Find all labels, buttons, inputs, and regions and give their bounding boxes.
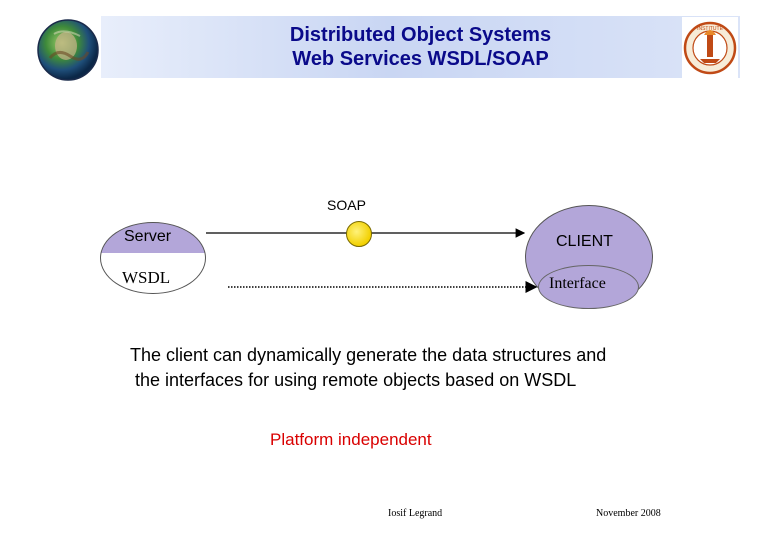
wsdl-node <box>100 253 206 294</box>
description-text: The client can dynamically generate the … <box>130 343 690 393</box>
svg-text:INSTITUTE: INSTITUTE <box>697 26 723 32</box>
slide-title-line-2: Web Services WSDL/SOAP <box>292 48 549 70</box>
wsdl-label: WSDL <box>122 268 171 287</box>
interface-label: Interface <box>549 275 606 292</box>
client-label: CLIENT <box>556 233 613 250</box>
soap-message-ball <box>346 221 372 247</box>
description-line-2: the interfaces for using remote objects … <box>135 370 577 390</box>
footer-date: November 2008 <box>596 508 661 519</box>
globe-portrait-logo-icon <box>37 19 99 81</box>
description-line-1: The client can dynamically generate the … <box>130 345 607 365</box>
header-band: Distributed Object Systems Web Services … <box>101 16 740 78</box>
interface-node <box>538 265 639 309</box>
server-label: Server <box>124 228 172 245</box>
platform-independent-text: Platform independent <box>270 430 432 449</box>
soap-label: SOAP <box>327 197 366 213</box>
caltech-seal-icon: INSTITUTE <box>682 17 738 79</box>
slide-title-line-1: Distributed Object Systems <box>289 24 552 46</box>
footer-author: Iosif Legrand <box>388 508 443 519</box>
